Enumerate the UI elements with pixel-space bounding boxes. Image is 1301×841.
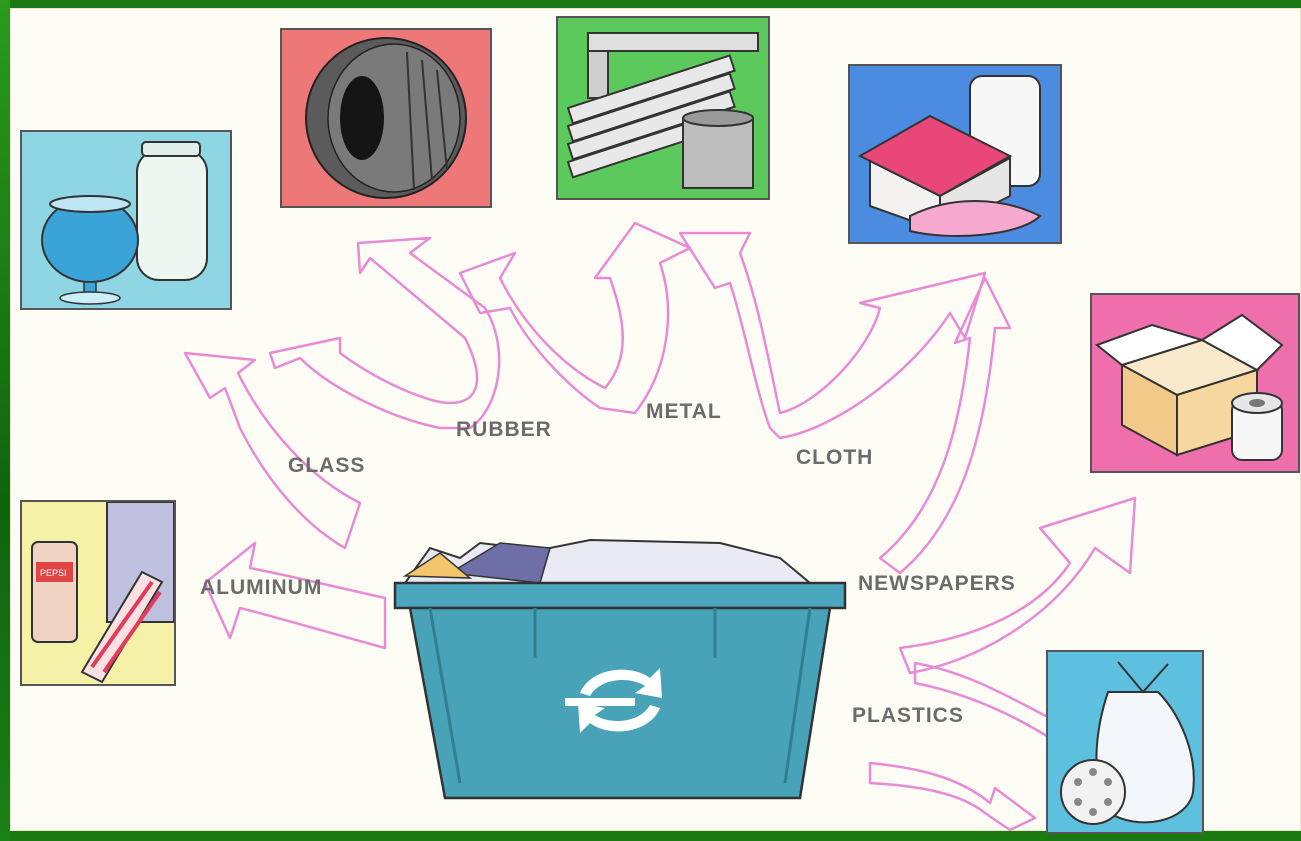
label-rubber: RUBBER	[456, 418, 552, 442]
rubber-tire-image	[280, 28, 492, 208]
label-metal: METAL	[646, 400, 722, 424]
diagram-canvas: PEPSI	[10, 8, 1301, 831]
label-cloth: CLOTH	[796, 446, 873, 470]
paper-boxes-image	[1090, 293, 1300, 473]
arrow-to-rubber	[270, 238, 499, 428]
can-brand-text: PEPSI	[40, 568, 67, 578]
aluminum-image: PEPSI	[20, 500, 176, 686]
metal-pipes-image	[556, 16, 770, 200]
recycling-bin	[390, 528, 860, 808]
cloth-image	[848, 64, 1062, 244]
arrow-to-glass	[185, 353, 360, 548]
label-newspapers: NEWSPAPERS	[858, 572, 1016, 596]
label-plastics: PLASTICS	[852, 704, 964, 728]
arrow-to-plastics	[870, 763, 1035, 830]
left-green-border	[0, 0, 10, 841]
plastics-image	[1046, 650, 1204, 834]
arrow-to-cloth	[680, 233, 985, 438]
label-glass: GLASS	[288, 454, 365, 478]
glass-image	[20, 130, 232, 310]
arrow-to-metal	[460, 223, 690, 413]
label-aluminum: ALUMINUM	[200, 576, 322, 600]
